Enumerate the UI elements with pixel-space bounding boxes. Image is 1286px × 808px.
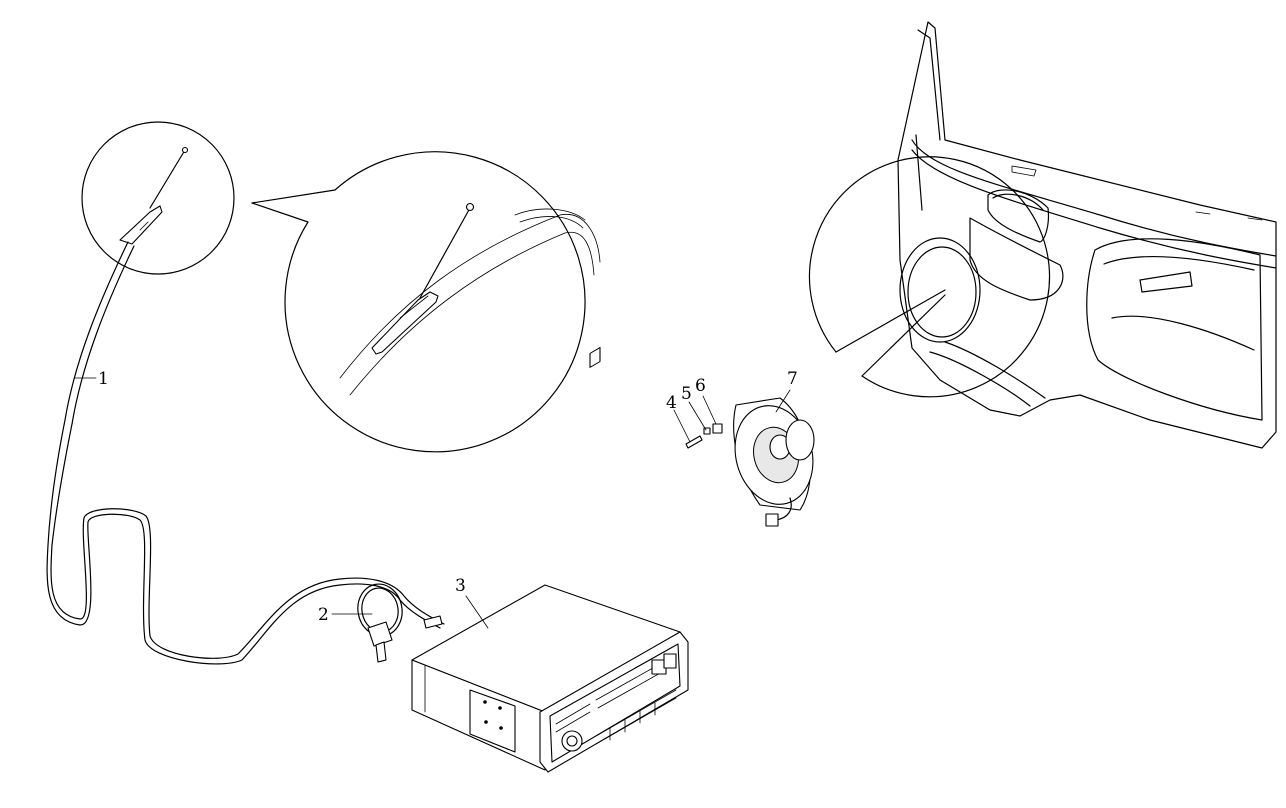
callout-4: 4 xyxy=(666,393,677,413)
callout-6: 6 xyxy=(695,376,706,396)
callout-5: 5 xyxy=(681,384,692,404)
callout-2: 2 xyxy=(318,605,329,625)
leader-lines xyxy=(73,377,791,629)
callout-1: 1 xyxy=(98,369,109,389)
speaker-detail xyxy=(685,156,1051,527)
antenna-cable xyxy=(46,241,445,665)
antenna-detail-zoom xyxy=(251,151,601,453)
radio-head-unit xyxy=(411,346,689,773)
antenna-detail-small xyxy=(81,121,235,275)
callout-7: 7 xyxy=(787,369,798,389)
callout-3: 3 xyxy=(455,576,466,596)
door-trim-panel xyxy=(897,21,1277,449)
cable-ring-connector xyxy=(357,583,443,663)
